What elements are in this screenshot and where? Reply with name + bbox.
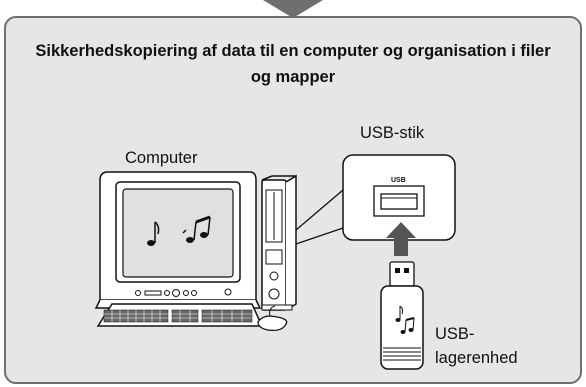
computer-tower [261,174,297,311]
mouse [257,305,288,332]
usb-port-icon [342,154,456,241]
computer-monitor [94,171,262,309]
computer-label: Computer [125,149,198,167]
music-note-icon [147,215,211,246]
usb-port-label: USB [391,177,406,184]
usb-drive-icon [380,261,424,370]
down-arrow-icon [263,0,323,18]
keyboard [96,303,264,327]
insert-arrow-icon [386,222,416,256]
diagram-title: Sikkerhedskopiering af data til en compu… [35,42,551,86]
usb-storage-label: USB- lagerenhed [435,325,518,367]
usb-stick-label: USB-stik [360,124,425,142]
